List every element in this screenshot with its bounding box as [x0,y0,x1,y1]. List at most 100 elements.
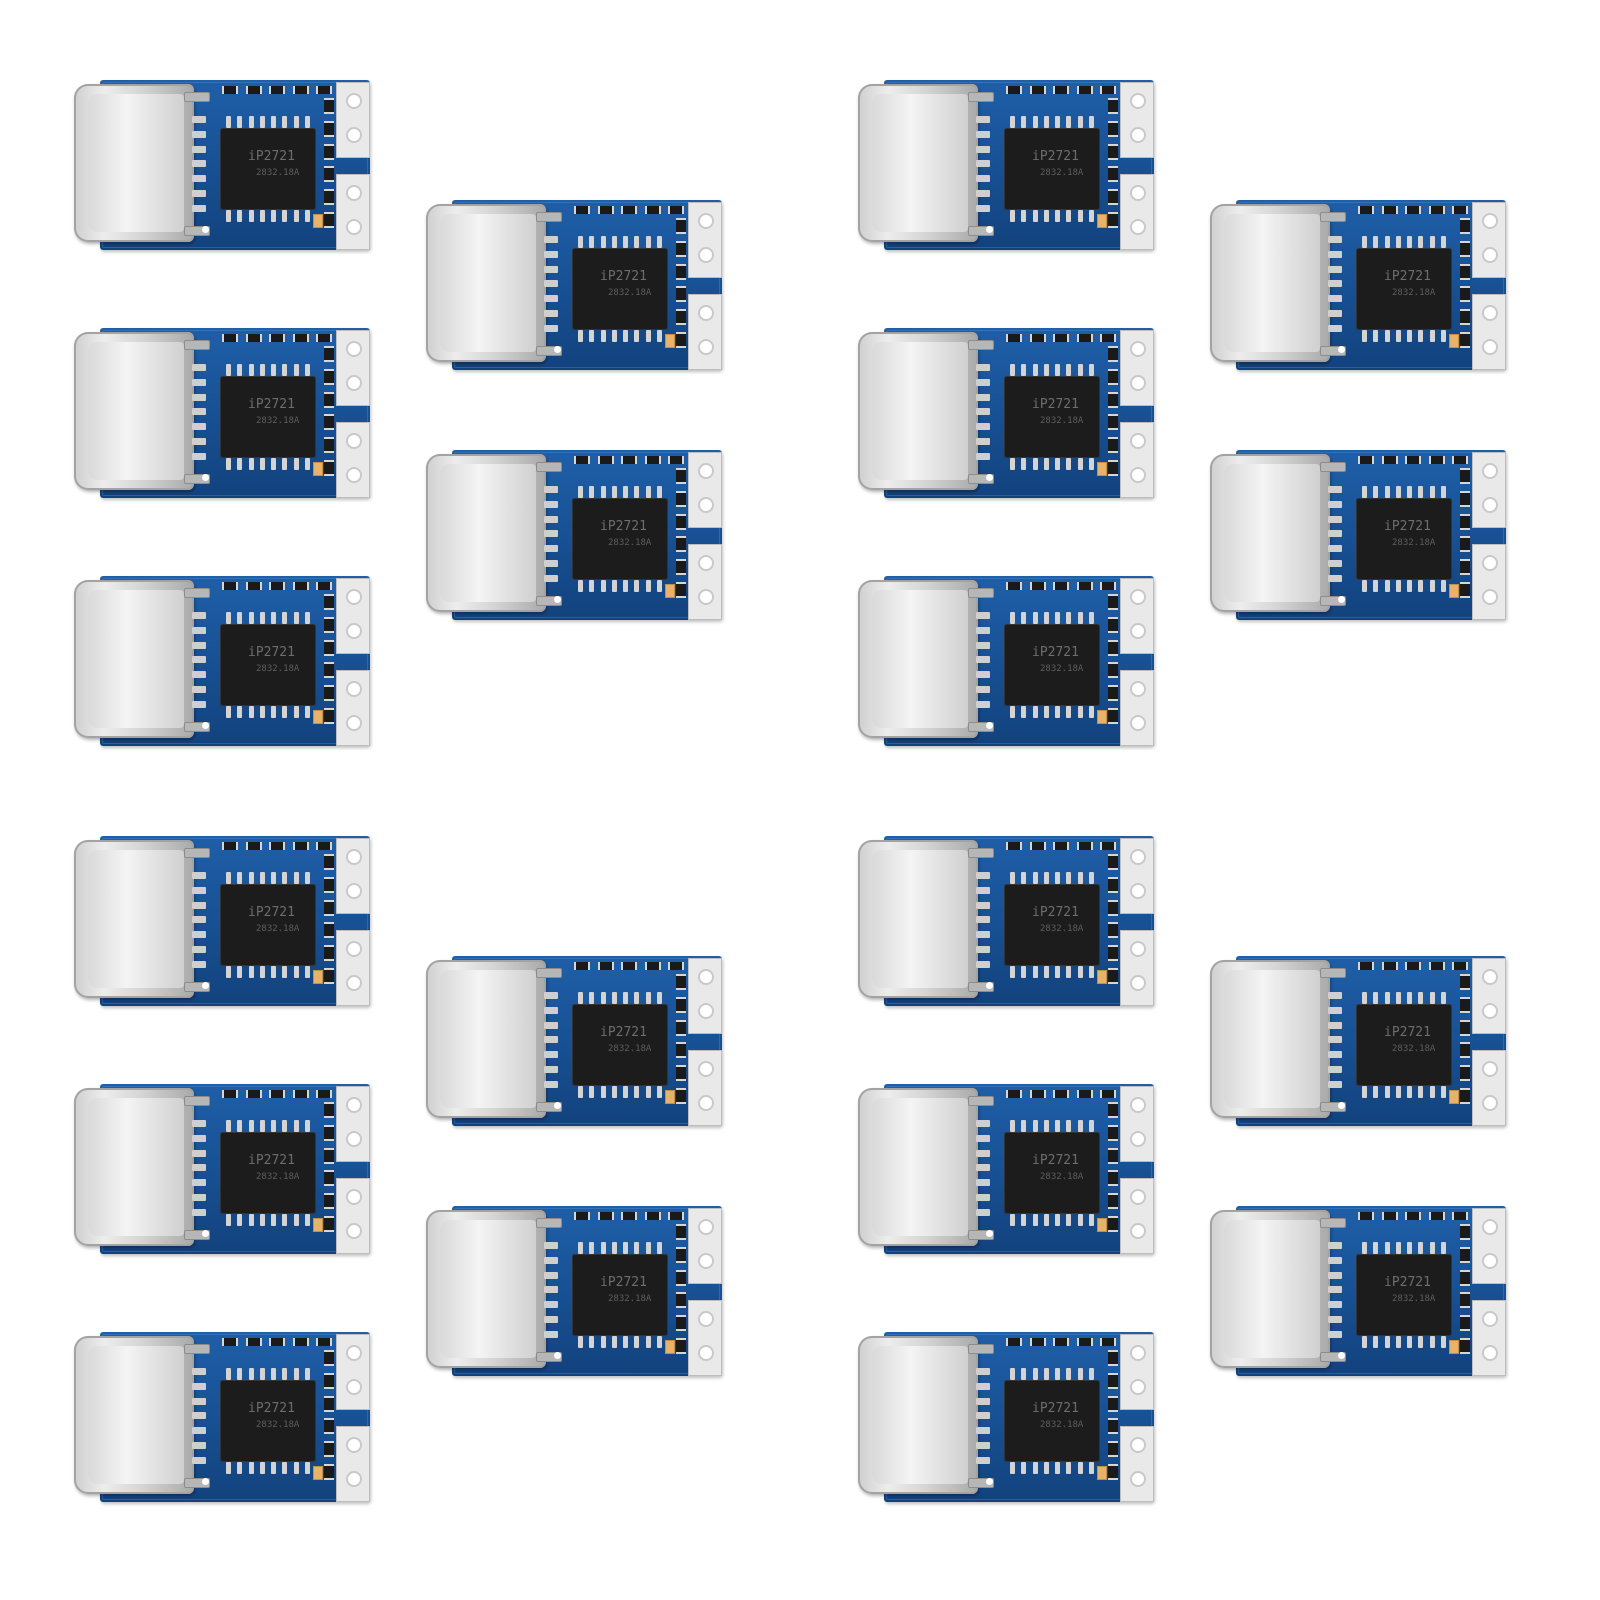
smd-capacitor [324,685,334,702]
smd-resistor [245,334,262,342]
smd-components-side [1108,854,1120,984]
smd-capacitor [1108,1170,1118,1187]
ic-pin [656,1336,662,1348]
smd-capacitor [1460,996,1470,1013]
connector-pin [976,872,990,879]
smd-capacitor [1108,662,1118,679]
connector-tab [968,722,994,732]
smd-resistor [1358,962,1374,970]
ic-pin [1055,364,1061,376]
smd-components-side [324,594,336,724]
smd-resistor [1452,456,1468,464]
ic-pin [1418,580,1424,592]
through-hole [698,1253,714,1269]
ic-marking: iP2721 [600,519,647,534]
smd-components-side [324,854,336,984]
smd-capacitor [324,1395,334,1412]
connector-pin [192,946,206,954]
connector-pin [976,641,990,649]
ic-marking: iP2721 [1032,1153,1079,1168]
smd-capacitor [1108,437,1118,454]
smd-capacitor [324,189,334,206]
ic-pin [248,1368,254,1380]
connector-pin [976,423,990,431]
connector-pin [1328,1256,1342,1264]
ic-marking: iP2721 [248,1401,295,1416]
solder-pad-pair [336,1426,370,1502]
ic-pin [271,706,277,718]
ic-pin [1055,1368,1061,1380]
smd-resistor [1053,1090,1069,1098]
ic-pin [1066,116,1072,128]
smd-resistor [668,206,684,214]
connector-pins [976,116,990,212]
ic-pin [1088,872,1094,884]
ic-pin [589,580,595,592]
ic-pin [226,1462,231,1474]
smd-capacitor [676,559,686,576]
ic-pin [282,1120,288,1132]
ic-pins-top [226,1368,310,1380]
connector-pin [544,1006,558,1014]
ic-pin [1384,486,1390,498]
ic-pin [656,580,662,592]
pin1-marker-dot [1338,596,1345,603]
ic-pin [1088,966,1094,978]
smd-capacitor [676,1042,686,1059]
ic-pin [293,1368,299,1380]
connector-pin [192,626,206,634]
smd-components-top [574,1212,684,1224]
through-hole [1482,463,1498,479]
connector-pin [192,423,206,431]
ic-pin [304,706,310,718]
through-hole [1482,213,1498,229]
connector-pin [544,486,558,493]
ic-pin [304,116,310,128]
ic-pin [1021,966,1027,978]
smd-resistor [245,86,262,94]
ic-submarking: 2832.18A [608,538,652,548]
usb-c-connector [74,1088,194,1246]
connector-pin [1328,1316,1342,1324]
ic-pin [1066,1214,1072,1226]
smd-resistor [1100,582,1116,590]
usb-c-connector [426,960,546,1118]
smd-resistor [574,456,590,464]
connector-pin [192,1208,206,1216]
usb-c-pd-module: iP2721 2832.18A [424,444,724,624]
through-hole [698,339,714,355]
ic-pin [600,330,606,342]
ic-pin [259,210,265,222]
connector-pin [976,1179,990,1187]
connector-pin [192,116,206,123]
ic-pin [293,1214,299,1226]
smd-components-top [1006,842,1116,854]
smd-capacitor [324,391,334,408]
through-hole [1482,339,1498,355]
pin1-marker-dot [554,1102,561,1109]
solder-pad-pair [1120,1426,1154,1502]
smd-resistor [316,1338,332,1346]
status-led [313,462,323,476]
through-hole [698,1219,714,1235]
smd-resistor [292,842,309,850]
smd-capacitor [1108,1395,1118,1412]
ic-pins-top [1010,116,1094,128]
connector-pin [192,1442,206,1450]
connector-pin [976,190,990,198]
smd-components-top [1006,86,1116,98]
solder-pad-pair [1120,1086,1154,1162]
ic-pin [1077,210,1083,222]
solder-pad-pair [1472,958,1506,1034]
ic-pin [282,210,288,222]
ic-pin [623,992,629,1004]
smd-capacitor [324,1463,334,1480]
